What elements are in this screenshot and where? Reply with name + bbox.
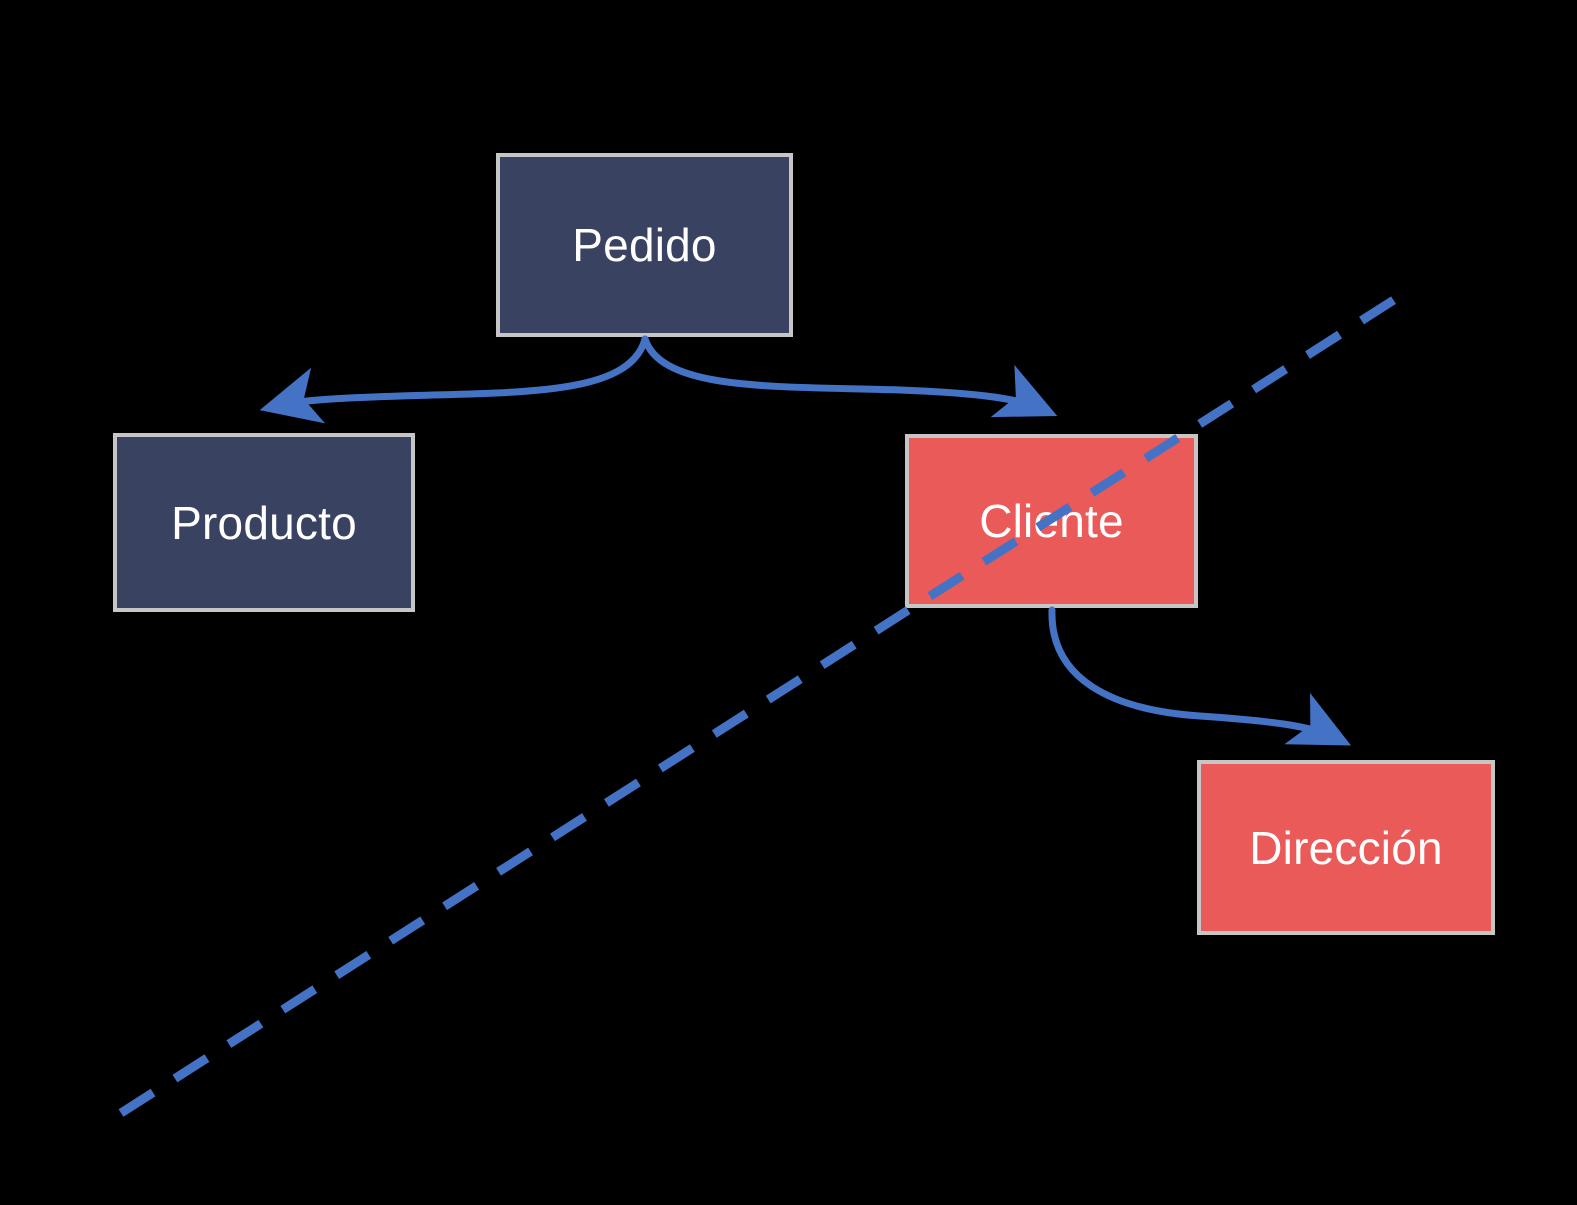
connector-pedido-to-producto — [259, 335, 649, 424]
node-producto[interactable]: Producto — [113, 433, 415, 612]
node-direccion[interactable]: Dirección — [1197, 760, 1495, 935]
connector-pedido-to-cliente — [641, 335, 1058, 418]
node-cliente-label: Cliente — [979, 495, 1124, 547]
node-producto-label: Producto — [171, 496, 357, 549]
node-pedido-label: Pedido — [572, 219, 717, 271]
node-direccion-label: Dirección — [1249, 821, 1443, 874]
node-cliente[interactable]: Cliente — [905, 434, 1198, 608]
diagonal-dashed-line — [118, 292, 1403, 1117]
connector-cliente-to-direccion — [1048, 606, 1352, 746]
node-pedido[interactable]: Pedido — [496, 153, 793, 337]
